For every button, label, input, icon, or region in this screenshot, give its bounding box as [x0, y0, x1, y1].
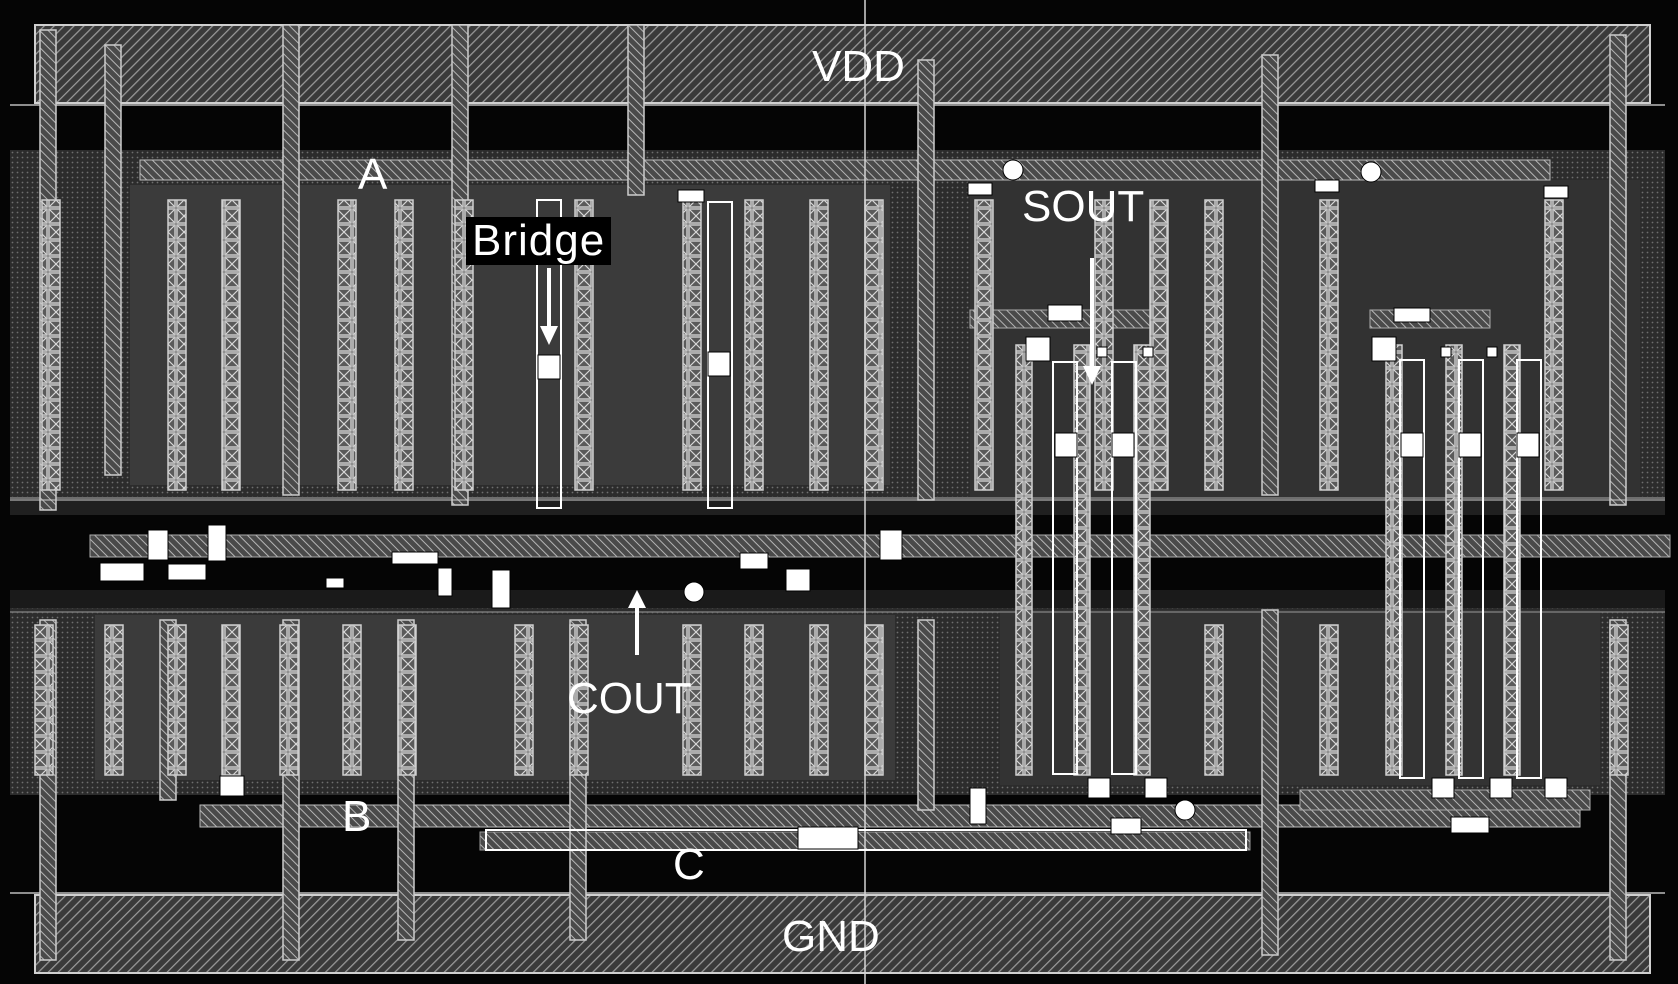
probe-marker	[1543, 185, 1569, 199]
probe-marker	[1393, 307, 1431, 323]
probe-marker	[147, 529, 169, 561]
probe-marker	[969, 787, 987, 825]
contact-column	[1204, 199, 1224, 491]
probe-marker	[1096, 346, 1108, 358]
contact-column	[1204, 624, 1224, 776]
probe-marker	[879, 529, 903, 561]
vdd-rail	[34, 24, 1651, 104]
contact-column	[1319, 624, 1339, 776]
highlight-outlines	[485, 199, 1542, 851]
probe-marker	[1047, 304, 1083, 322]
probe-marker	[1440, 346, 1452, 358]
probe-marker	[785, 568, 811, 592]
probe-marker	[1025, 336, 1051, 362]
contact-column	[809, 624, 829, 776]
contact-column	[342, 624, 362, 776]
probe-marker	[1486, 346, 1498, 358]
node-indicators	[683, 159, 1382, 821]
contact-column	[569, 624, 589, 776]
gnd-label: GND	[782, 912, 880, 961]
probe-marker	[1371, 336, 1397, 362]
probe-marker	[167, 563, 207, 581]
probe-marker	[1087, 777, 1111, 799]
probe-marker	[1489, 777, 1513, 799]
crosshair	[10, 0, 1665, 984]
probe-marker	[797, 826, 859, 850]
probe-marker	[491, 569, 511, 609]
power-rails	[10, 24, 1665, 974]
contact-column	[1149, 199, 1169, 491]
probe-marker	[1544, 777, 1568, 799]
contact-column	[394, 199, 414, 491]
contact-column	[864, 624, 884, 776]
well-regions	[10, 150, 1665, 795]
probe-marker	[677, 189, 705, 203]
probe-marker	[1142, 346, 1154, 358]
contact-column	[744, 624, 764, 776]
contact-column	[41, 199, 61, 491]
probe-marker	[1144, 777, 1168, 799]
contact-column	[337, 199, 357, 491]
probe-marker	[1054, 432, 1078, 458]
contact-column	[279, 624, 299, 776]
probe-marker	[1450, 816, 1490, 834]
contact-column	[454, 199, 474, 491]
contact-column	[1094, 199, 1114, 491]
gnd-rail	[34, 894, 1651, 974]
vdd-label: VDD	[812, 42, 905, 91]
probe-marker	[1516, 432, 1540, 458]
probe-marker	[219, 775, 245, 797]
probe-marker	[537, 354, 561, 380]
node-c-label: C	[673, 840, 705, 889]
node-a-label: A	[358, 150, 388, 199]
contact-column	[809, 199, 829, 491]
contact-column	[514, 624, 534, 776]
cout-label: COUT	[567, 674, 692, 723]
contact-column	[682, 624, 702, 776]
node-b-label: B	[342, 792, 372, 841]
probe-marker	[707, 351, 731, 377]
probe-marker	[325, 577, 345, 589]
contact-column	[1319, 199, 1339, 491]
probe-marker	[1400, 432, 1424, 458]
contact-column	[397, 624, 417, 776]
bridge-label: Bridge	[466, 217, 612, 265]
contact-column	[1015, 344, 1033, 776]
probe-marker	[1110, 817, 1142, 835]
probe-marker	[739, 552, 769, 570]
probe-markers	[99, 179, 1569, 850]
contact-column	[104, 624, 124, 776]
sout-label: SOUT	[1022, 182, 1145, 231]
contact-column	[167, 624, 187, 776]
contact-column	[574, 199, 594, 491]
contact-column	[974, 199, 994, 491]
transistor-fingers	[34, 199, 1629, 776]
probe-marker	[1111, 432, 1135, 458]
probe-marker	[1431, 777, 1455, 799]
contact-column	[1544, 199, 1564, 491]
contact-column	[221, 624, 241, 776]
contact-column	[864, 199, 884, 491]
probe-marker	[99, 562, 145, 582]
arrows	[540, 258, 1101, 655]
contact-column	[744, 199, 764, 491]
contact-column	[1133, 344, 1151, 776]
probe-marker	[391, 551, 439, 565]
contact-column	[167, 199, 187, 491]
contact-column	[682, 199, 702, 491]
probe-marker	[1458, 432, 1482, 458]
contact-column	[34, 624, 54, 776]
probe-marker	[437, 567, 453, 597]
contact-column	[1609, 624, 1629, 776]
probe-marker	[1314, 179, 1340, 193]
contact-column	[221, 199, 241, 491]
probe-marker	[967, 182, 993, 196]
probe-marker	[207, 524, 227, 562]
